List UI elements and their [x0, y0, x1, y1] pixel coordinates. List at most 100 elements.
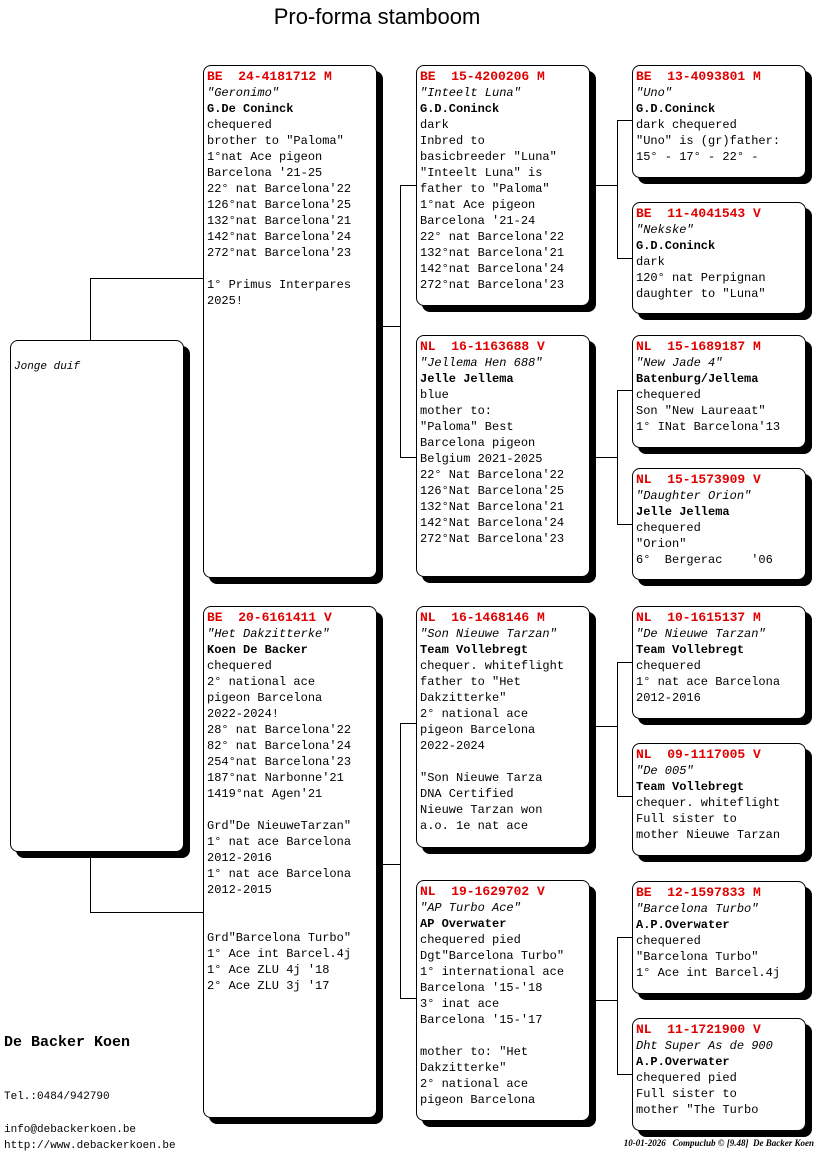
info-line: 272°nat Barcelona'23 [207, 246, 352, 260]
pigeon-name: "AP Turbo Ace" [420, 901, 521, 915]
info-line [420, 1028, 589, 1044]
info-line: chequered pied [636, 1071, 737, 1085]
owner-website[interactable]: http://www.debackerkoen.be [4, 1140, 176, 1152]
breeder-name: A.P.Overwater [636, 918, 730, 932]
info-line: 15° - 17° - 22° - [636, 150, 759, 164]
info-line: Dgt"Barcelona Turbo" [420, 949, 565, 963]
info-line: pigeon Barcelona [207, 691, 323, 705]
pedigree-box-dam-sire[interactable]: NL 16-1468146 M"Son Nieuwe Tarzan"Team V… [416, 606, 590, 848]
pigeon-name: Dht Super As de 900 [636, 1039, 773, 1053]
info-line [207, 802, 376, 818]
subject-box[interactable]: Jonge duif [10, 340, 184, 852]
ring-number: BE 15-4200206 M [420, 69, 545, 84]
info-line: 22° nat Barcelona'22 [207, 182, 352, 196]
info-line: Inbred to [420, 134, 485, 148]
connector-line [90, 912, 203, 913]
info-line: pigeon Barcelona [420, 723, 536, 737]
info-line: Grd"De NieuweTarzan" [207, 819, 352, 833]
pedigree-box-sire-dam[interactable]: NL 16-1163688 V"Jellema Hen 688"Jelle Je… [416, 335, 590, 577]
info-line: 254°nat Barcelona'23 [207, 755, 352, 769]
info-line: 132°nat Barcelona'21 [420, 246, 565, 260]
pigeon-name: "De 005" [636, 764, 694, 778]
breeder-name: Team Vollebregt [636, 643, 745, 657]
info-line: chequered [636, 934, 701, 948]
connector-line [90, 857, 91, 912]
info-line: 2012-2016 [207, 851, 272, 865]
ring-number: BE 13-4093801 M [636, 69, 761, 84]
info-line: 2012-2015 [207, 883, 272, 897]
info-line: dark [636, 255, 665, 269]
connector-line [90, 278, 91, 340]
info-line [207, 261, 376, 277]
ring-number: NL 15-1689187 M [636, 339, 761, 354]
info-line: 2022-2024 [420, 739, 485, 753]
info-line: 126°nat Barcelona'25 [207, 198, 352, 212]
info-line: mother Nieuwe Tarzan [636, 828, 781, 842]
connector-line [617, 662, 632, 663]
info-line: 187°nat Narbonne'21 [207, 771, 344, 785]
info-line: 22° Nat Barcelona'22 [420, 468, 565, 482]
breeder-name: Team Vollebregt [636, 780, 745, 794]
pedigree-box-sdd[interactable]: NL 15-1573909 V"Daughter Orion"Jelle Jel… [632, 468, 806, 580]
connector-line [595, 457, 617, 458]
info-line: mother to: "Het [420, 1045, 529, 1059]
connector-line [617, 937, 618, 1074]
connector-line [400, 723, 416, 724]
ring-number: NL 10-1615137 M [636, 610, 761, 625]
info-line [207, 898, 376, 914]
pedigree-box-dss[interactable]: NL 10-1615137 M"De Nieuwe Tarzan"Team Vo… [632, 606, 806, 719]
info-line: Barcelona pigeon [420, 436, 536, 450]
connector-line [400, 998, 416, 999]
info-line: Full sister to [636, 1087, 737, 1101]
pigeon-name: "New Jade 4" [636, 356, 723, 370]
info-line: 6° Bergerac '06 [636, 553, 773, 567]
info-line: Dakzitterke" [420, 1061, 507, 1075]
info-line: DNA Certified [420, 787, 514, 801]
pigeon-name: "Het Dakzitterke" [207, 627, 330, 641]
info-line: 126°Nat Barcelona'25 [420, 484, 565, 498]
info-line: Belgium 2021-2025 [420, 452, 543, 466]
info-line: 1° nat ace Barcelona [207, 867, 352, 881]
owner-name: De Backer Koen [4, 1034, 131, 1051]
pigeon-name: "Inteelt Luna" [420, 86, 521, 100]
info-line: 1° INat Barcelona'13 [636, 420, 781, 434]
connector-line [617, 662, 618, 796]
info-line: chequered pied [420, 933, 521, 947]
pedigree-box-dam[interactable]: BE 20-6161411 V"Het Dakzitterke"Koen De … [203, 606, 377, 1118]
info-line: Grd"Barcelona Turbo" [207, 931, 352, 945]
pedigree-box-sire-sire[interactable]: BE 15-4200206 M"Inteelt Luna"G.D.Coninck… [416, 65, 590, 306]
connector-line [382, 326, 400, 327]
connector-line [400, 457, 416, 458]
info-line: "Uno" is (gr)father: [636, 134, 781, 148]
info-line: 2025! [207, 294, 244, 308]
pigeon-name: "Son Nieuwe Tarzan" [420, 627, 557, 641]
pedigree-box-dds[interactable]: BE 12-1597833 M"Barcelona Turbo"A.P.Over… [632, 881, 806, 994]
connector-line [400, 723, 401, 998]
breeder-name: AP Overwater [420, 917, 507, 931]
info-line: 1° Ace int Barcel.4j [207, 947, 352, 961]
footer-credits: 10-01-2026 Compuclub © [9.48] De Backer … [623, 1138, 814, 1148]
connector-line [595, 1000, 617, 1001]
info-line: 2° national ace [420, 707, 529, 721]
pedigree-box-sds[interactable]: NL 15-1689187 M "New Jade 4" Batenburg/Jel… [632, 335, 806, 448]
ring-number: BE 11-4041543 V [636, 206, 761, 221]
connector-line [617, 937, 632, 938]
info-line: chequered [207, 659, 272, 673]
owner-email[interactable]: info@debackerkoen.be [4, 1124, 137, 1136]
breeder-name: Batenburg/Jellema [636, 372, 759, 386]
owner-phone: Tel.:0484/942790 [4, 1091, 110, 1103]
info-line: Nieuwe Tarzan won [420, 803, 543, 817]
breeder-name: Team Vollebregt [420, 643, 529, 657]
info-line: 142°nat Barcelona'24 [420, 262, 565, 276]
pedigree-box-dam-dam[interactable]: NL 19-1629702 V"AP Turbo Ace"AP Overwate… [416, 880, 590, 1121]
info-line: 1419°nat Agen'21 [207, 787, 323, 801]
info-line: 2° national ace [420, 1077, 529, 1091]
info-line: 272°Nat Barcelona'23 [420, 532, 565, 546]
info-line: "Inteelt Luna" is [420, 166, 543, 180]
